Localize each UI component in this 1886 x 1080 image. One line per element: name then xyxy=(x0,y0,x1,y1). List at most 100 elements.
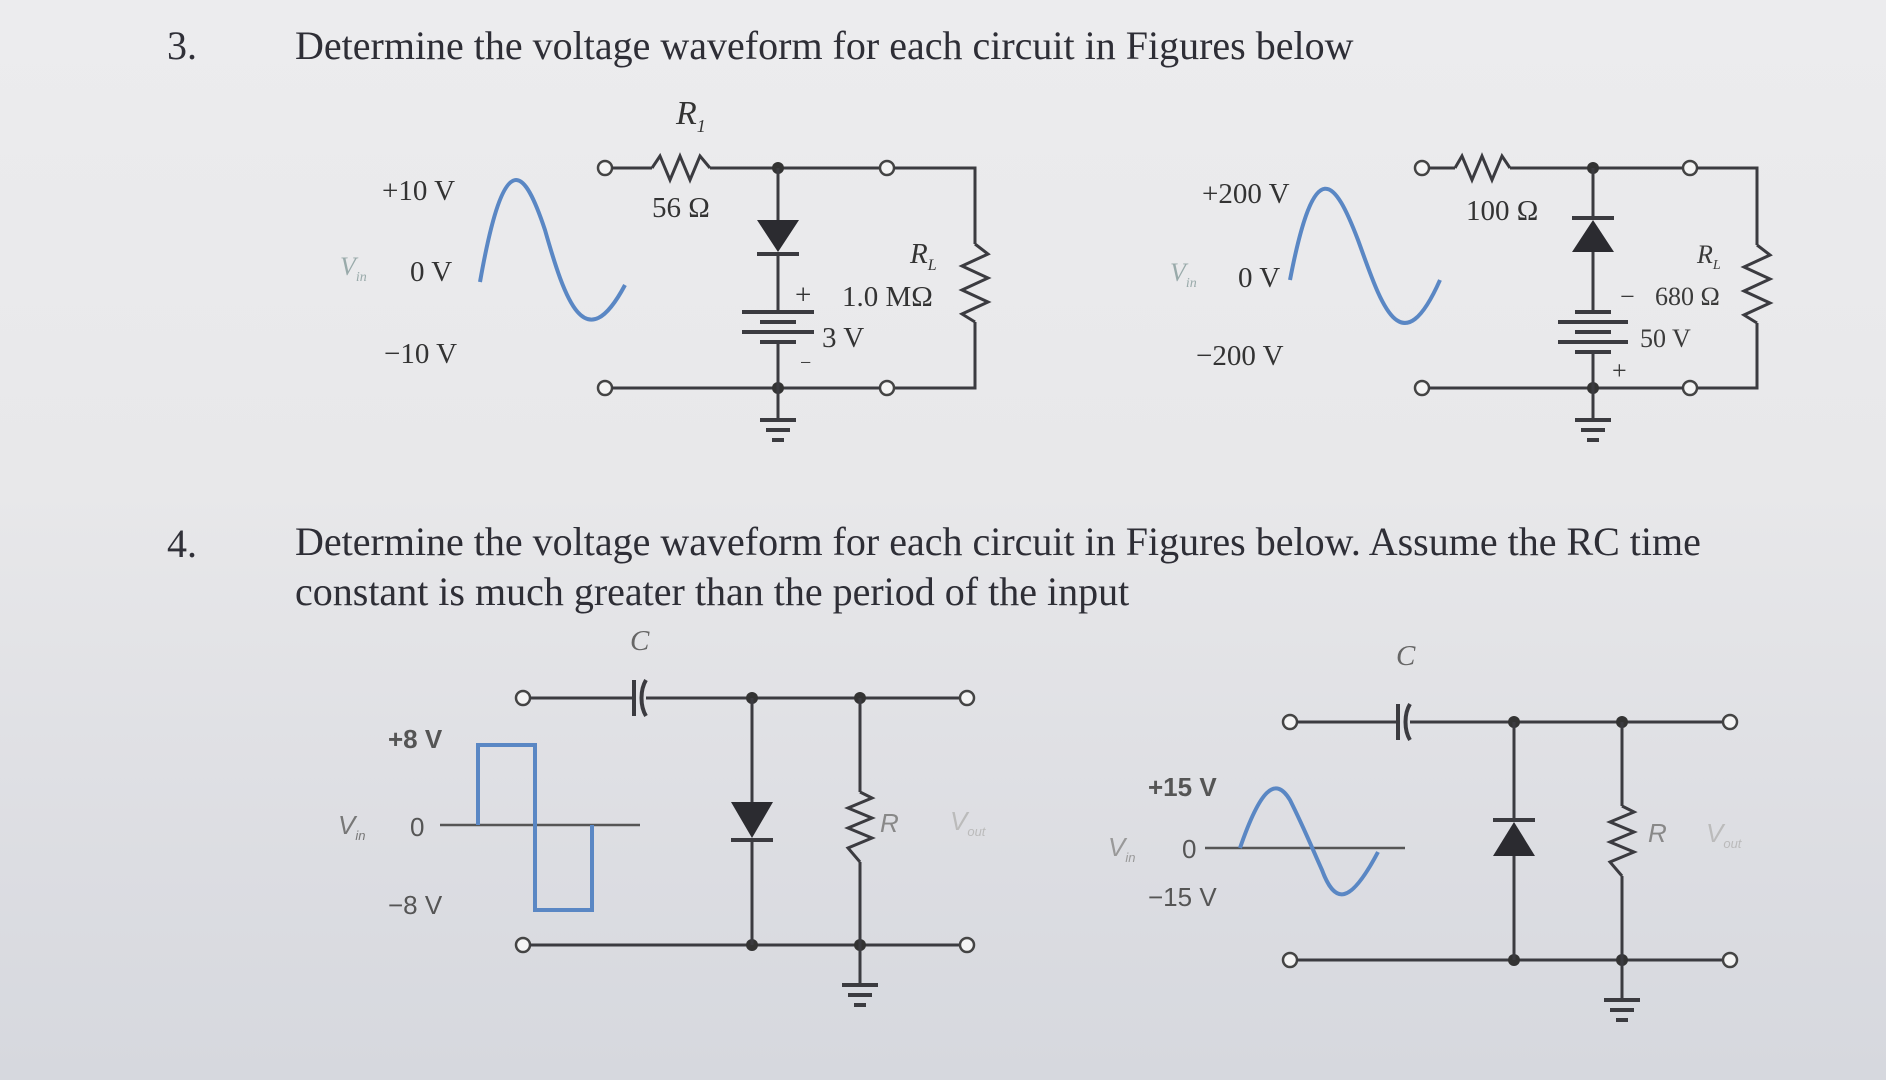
terminal-a-in-top xyxy=(596,159,614,177)
rl-b-label: RL xyxy=(1697,240,1721,274)
r1-subscript: 1 xyxy=(696,115,706,136)
vout-d-label: Vout xyxy=(1706,818,1741,851)
r-d-resistor-icon xyxy=(1606,804,1638,877)
battery-b-plus: + xyxy=(1612,356,1627,385)
r1-label: R1 xyxy=(676,95,706,137)
vin-a-subscript: in xyxy=(355,270,367,286)
rl-b-subscript: L xyxy=(1712,258,1721,274)
diode-c-icon xyxy=(731,802,773,838)
vout-c-label: Vout xyxy=(950,806,985,839)
terminal-d-in-bottom xyxy=(1281,951,1299,969)
ground-b-icon xyxy=(1575,418,1611,442)
vin-c-positive: +8 V xyxy=(388,724,443,754)
r-c-resistor-icon xyxy=(844,790,876,863)
terminal-c-out-bottom xyxy=(958,936,976,954)
terminal-c-in-bottom xyxy=(514,936,532,954)
capacitor-c-icon xyxy=(632,678,648,718)
terminal-c-in-top xyxy=(514,689,532,707)
terminal-d-out-top xyxy=(1721,713,1739,731)
r1-resistor-icon xyxy=(650,152,712,184)
rl-b-resistor-icon xyxy=(1740,243,1774,325)
battery-a-value: 3 V xyxy=(822,322,865,354)
vin-a-symbol: V xyxy=(340,252,356,281)
terminal-a-out-top xyxy=(878,159,896,177)
vout-c-subscript: out xyxy=(967,824,986,840)
battery-b-minus: − xyxy=(1620,282,1635,311)
r1-value: 56 Ω xyxy=(652,192,710,224)
rl-b-symbol: R xyxy=(1697,240,1713,269)
r-b-value: 100 Ω xyxy=(1466,195,1539,227)
circuit-a xyxy=(478,152,992,442)
r-d-label: R xyxy=(1648,818,1667,848)
diode-d-icon xyxy=(1493,822,1535,856)
vin-b-sine-wave xyxy=(1288,186,1442,325)
vin-b-subscript: in xyxy=(1185,276,1197,292)
terminal-b-in-top xyxy=(1413,159,1431,177)
vout-d-symbol: V xyxy=(1706,818,1724,848)
battery-a-icon xyxy=(742,310,814,344)
terminal-c-out-top xyxy=(958,689,976,707)
ground-c-icon xyxy=(842,983,878,1007)
vin-b-positive: +200 V xyxy=(1202,178,1290,210)
ground-d-icon xyxy=(1604,998,1640,1022)
vin-c-subscript: in xyxy=(355,828,366,844)
vin-a-positive: +10 V xyxy=(382,175,456,207)
rl-a-subscript: L xyxy=(927,256,937,274)
question-4-number: 4. xyxy=(167,521,197,566)
rl-a-resistor-icon xyxy=(958,242,992,324)
c-label: C xyxy=(630,625,650,657)
vin-d-negative: −15 V xyxy=(1148,882,1217,912)
battery-b-value: 50 V xyxy=(1640,324,1691,353)
circuit-b xyxy=(1288,152,1774,442)
c-d-label: C xyxy=(1396,640,1416,672)
vin-b-symbol: V xyxy=(1170,258,1186,287)
vin-b-label: Vin xyxy=(1170,258,1197,292)
rl-a-value: 1.0 MΩ xyxy=(842,281,933,313)
r1-symbol: R xyxy=(676,95,697,132)
terminal-b-out-bottom xyxy=(1681,379,1699,397)
terminal-d-out-bottom xyxy=(1721,951,1739,969)
r-c-label: R xyxy=(880,808,899,838)
vin-b-zero: 0 V xyxy=(1238,262,1281,294)
ground-a-icon xyxy=(760,418,796,442)
vin-a-negative: −10 V xyxy=(384,338,458,370)
rl-a-symbol: R xyxy=(910,238,928,270)
battery-a-plus: + xyxy=(795,279,812,311)
rl-b-value: 680 Ω xyxy=(1655,282,1720,311)
vin-c-zero: 0 xyxy=(410,812,425,842)
terminal-b-out-top xyxy=(1681,159,1699,177)
terminal-a-out-bottom xyxy=(878,379,896,397)
vin-a-label: Vin xyxy=(340,252,367,286)
question-3-number: 3. xyxy=(167,23,197,68)
question-3-text: Determine the voltage waveform for each … xyxy=(295,23,1354,68)
vout-d-subscript: out xyxy=(1723,836,1742,852)
vin-d-symbol: V xyxy=(1108,832,1126,862)
vin-d-zero: 0 xyxy=(1182,834,1197,864)
rl-a-label: RL xyxy=(910,238,937,275)
vin-a-sine-wave xyxy=(478,178,627,322)
terminal-a-in-bottom xyxy=(596,379,614,397)
wire-b-top-right xyxy=(1697,166,1759,245)
circuit-d xyxy=(1205,702,1739,1022)
diode-b-icon xyxy=(1572,220,1614,252)
vin-a-zero: 0 V xyxy=(410,256,453,288)
capacitor-d-icon xyxy=(1396,702,1412,742)
question-4-text-line2: constant is much greater than the period… xyxy=(295,569,1130,614)
wire-a-right xyxy=(894,322,977,390)
vin-d-label: Vin xyxy=(1108,832,1135,865)
circuit-c xyxy=(440,678,976,1007)
terminal-d-in-top xyxy=(1281,713,1299,731)
vin-c-square-wave xyxy=(476,743,594,912)
battery-b-icon xyxy=(1558,310,1628,354)
wire-a-top-right xyxy=(894,166,977,244)
vin-d-subscript: in xyxy=(1125,850,1136,866)
vin-d-sine-wave xyxy=(1238,786,1380,897)
question-4-text-line1: Determine the voltage waveform for each … xyxy=(295,519,1701,564)
terminal-b-in-bottom xyxy=(1413,379,1431,397)
vin-b-negative: −200 V xyxy=(1196,340,1284,372)
wire-b-right xyxy=(1697,323,1759,390)
vout-c-symbol: V xyxy=(950,806,968,836)
vin-c-label: Vin xyxy=(338,810,365,843)
vin-c-negative: −8 V xyxy=(388,890,443,920)
